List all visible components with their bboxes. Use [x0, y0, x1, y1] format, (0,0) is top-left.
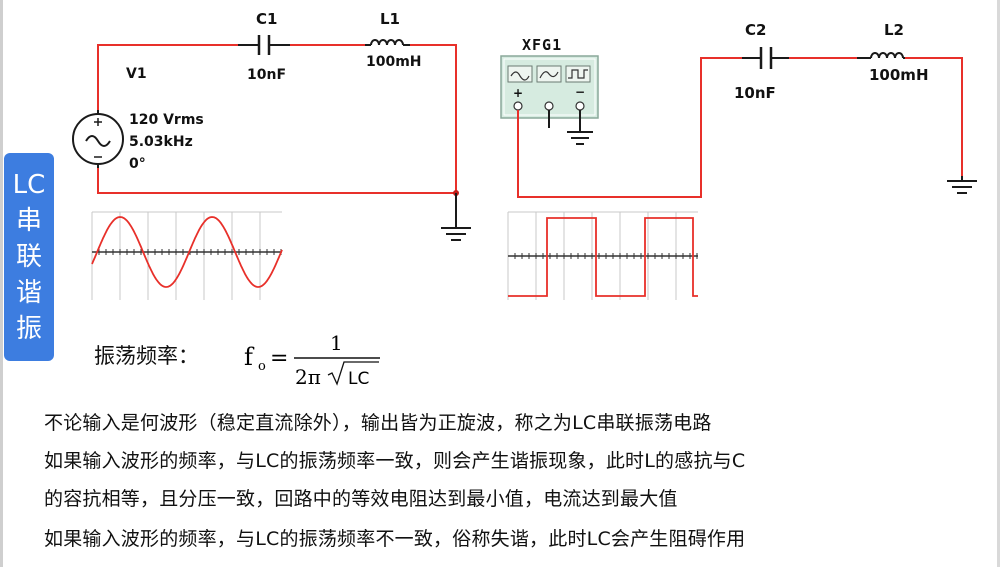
l1-value: 100mH — [366, 54, 422, 70]
l1-name: L1 — [380, 10, 400, 28]
triangle-wave-icon — [539, 71, 559, 79]
fg-name: XFG1 — [522, 36, 562, 54]
inductor-l1[interactable] — [365, 39, 410, 46]
section-tag-lc-series-resonance: LC 串 联 谐 振 — [4, 153, 54, 361]
ground-symbol-2 — [947, 176, 977, 194]
capacitor-c2[interactable] — [742, 47, 789, 69]
sine-icon — [510, 71, 530, 81]
c1-name: C1 — [256, 10, 277, 28]
fg-terminal-common[interactable] — [544, 101, 554, 111]
fg-plus-label: + — [513, 86, 523, 100]
square-wave-icon — [568, 69, 588, 79]
c1-value: 10nF — [247, 67, 286, 83]
v1-phase: 0° — [129, 156, 146, 172]
formula-label: 振荡频率： — [94, 344, 199, 368]
formula-lhs-subscript: o — [258, 359, 266, 374]
square-waveform — [508, 217, 698, 297]
fg-terminal-plus[interactable] — [513, 101, 523, 111]
ac-source-v1[interactable] — [72, 110, 124, 168]
fg-terminal-minus[interactable] — [575, 101, 585, 111]
description-line-3: 的容抗相等，且分压一致，回路中的等效电阻达到最小值，电流达到最大值 — [44, 488, 678, 510]
description-line-1: 不论输入是何波形（稳定直流除外），输出皆为正旋波，称之为LC串联振荡电路 — [44, 412, 712, 434]
right-frame-edge — [997, 0, 1000, 567]
sine-waveform — [91, 216, 283, 288]
side-tag-char: 串 — [15, 206, 42, 236]
ground-symbol-1 — [441, 193, 471, 241]
l2-name: L2 — [884, 21, 904, 39]
oscilloscope-display-sine — [91, 211, 283, 300]
circuit2-wires — [517, 57, 963, 198]
square-wave-button[interactable] — [565, 65, 591, 83]
triangle-wave-button[interactable] — [536, 65, 562, 83]
description-line-4: 如果输入波形的频率，与LC的振荡频率不一致，俗称失谐，此时LC会产生阻碍作用 — [44, 528, 746, 550]
c2-name: C2 — [745, 21, 766, 39]
ground-symbol-fg — [567, 131, 593, 145]
formula-equals: = — [270, 346, 288, 371]
function-generator-xfg1[interactable]: + − — [500, 55, 599, 119]
formula-numerator: 1 — [330, 331, 343, 355]
inductor-l2[interactable] — [857, 52, 905, 59]
fg-minus-label: − — [575, 85, 585, 99]
sqrt-sign-icon — [327, 361, 379, 386]
side-tag-char: 谐 — [15, 278, 42, 308]
oscilloscope-display-square — [507, 211, 698, 300]
c2-value: 10nF — [734, 84, 776, 102]
v1-frequency: 5.03kHz — [129, 134, 193, 150]
side-tag-char: 联 — [15, 242, 42, 272]
l2-value: 100mH — [869, 66, 929, 84]
formula-denominator-prefix: 2π — [295, 365, 321, 389]
sine-icon — [85, 135, 111, 147]
side-tag-char: LC — [12, 170, 46, 200]
sine-wave-button[interactable] — [507, 65, 533, 83]
description-line-2: 如果输入波形的频率，与LC的振荡频率一致，则会产生谐振现象，此时L的感抗与C — [44, 450, 746, 472]
formula-lhs: f — [244, 343, 255, 371]
side-tag-char: 振 — [15, 314, 42, 344]
capacitor-c1[interactable] — [238, 35, 290, 55]
formula-radicand: LC — [348, 369, 369, 389]
resonance-frequency-formula: f o = 1 2π LC — [244, 331, 380, 389]
v1-voltage: 120 Vrms — [129, 112, 204, 128]
circuit1-wires — [97, 44, 457, 194]
left-frame-edge — [0, 0, 3, 567]
v1-name: V1 — [126, 66, 147, 82]
